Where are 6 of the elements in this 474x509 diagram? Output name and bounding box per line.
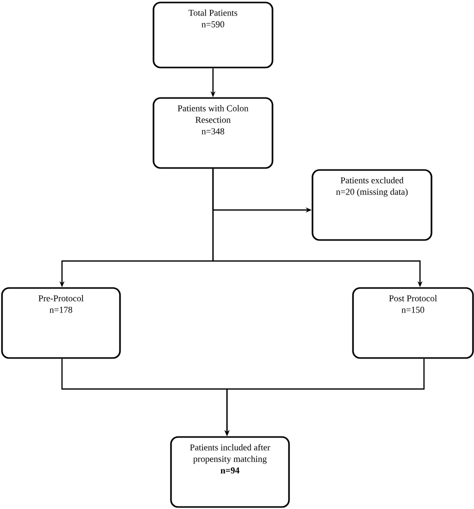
process-box: Total Patients n=590 [152, 2, 274, 68]
group-box: Post Protocol n=150 [352, 287, 474, 359]
group-box: Pre-Protocol n=178 [1, 287, 121, 359]
exclusion-box: Patients excluded n=20 (missing data) [312, 169, 432, 241]
process-box: Patients with Colon Resection n=348 [152, 97, 274, 169]
result-box: Patients included after propensity matching n=94 [170, 436, 290, 508]
